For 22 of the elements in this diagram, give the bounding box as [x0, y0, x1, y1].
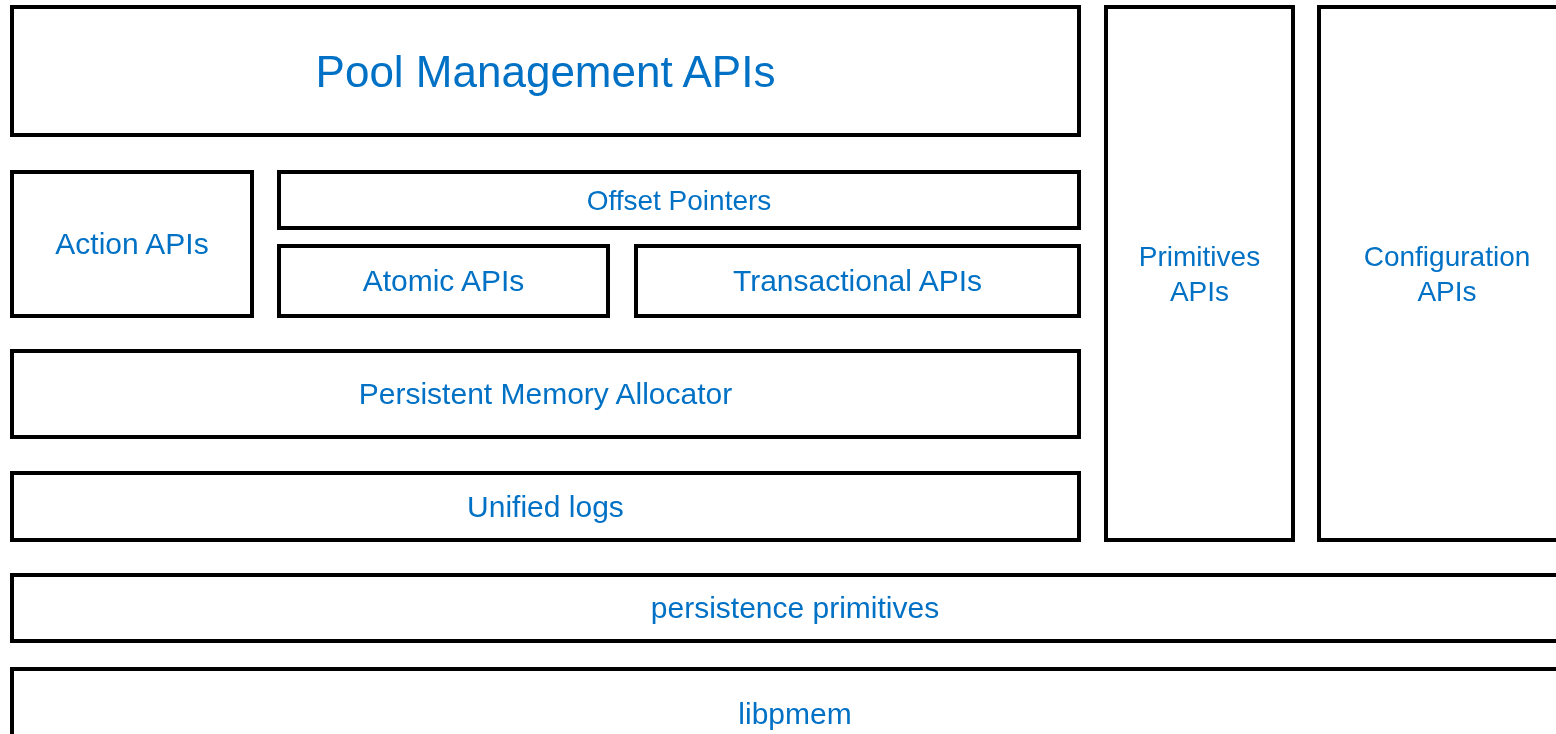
layer-label: Atomic APIs — [362, 263, 525, 300]
layer-box — [10, 170, 254, 318]
layer-box — [277, 244, 610, 318]
layer-label: Pool Management APIs — [315, 45, 776, 98]
layer-box — [1104, 5, 1295, 542]
layer-label: Configuration APIs — [1362, 239, 1532, 309]
layer-box — [10, 349, 1081, 439]
layer-box — [10, 573, 1556, 643]
layer-box — [10, 471, 1081, 542]
layer-box — [277, 170, 1081, 230]
layer-box — [1317, 5, 1556, 542]
layer-box — [634, 244, 1081, 318]
layer-box — [10, 667, 1556, 734]
layer-label: persistence primitives — [650, 590, 940, 627]
layer-label: Unified logs — [467, 488, 624, 525]
layer-label: Transactional APIs — [733, 263, 982, 300]
layer-label: Persistent Memory Allocator — [358, 376, 733, 413]
layer-box — [10, 5, 1081, 137]
layer-label: libpmem — [738, 696, 852, 732]
layer-label: Primitives APIs — [1137, 239, 1262, 309]
layer-label: Offset Pointers — [586, 183, 772, 218]
layer-label: Action APIs — [55, 226, 209, 263]
